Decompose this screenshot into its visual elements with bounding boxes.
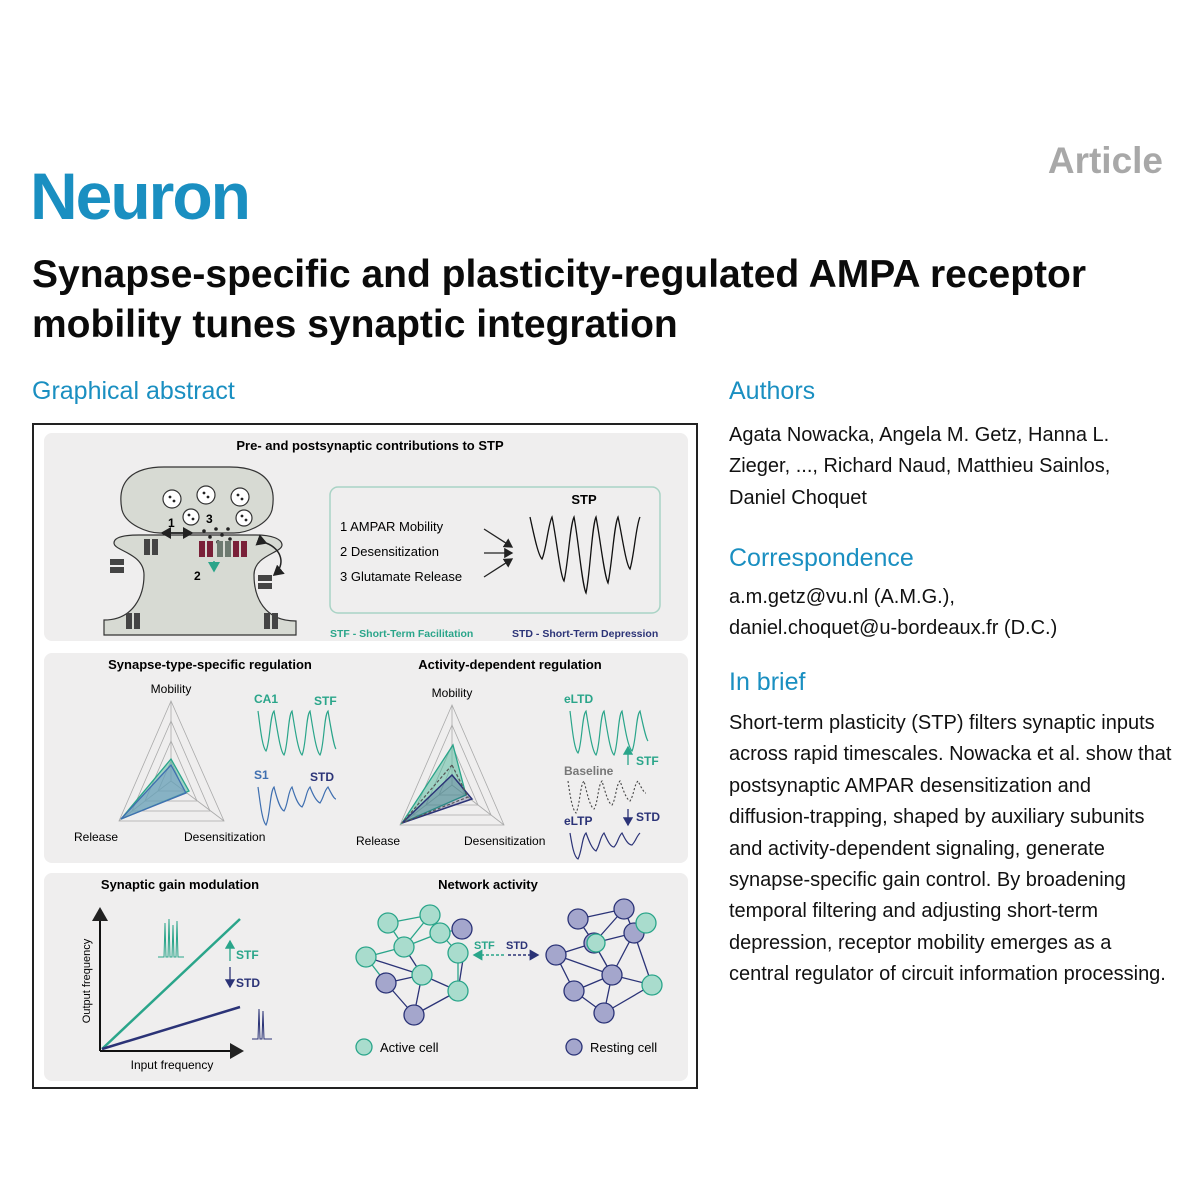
gain-y-label: Output frequency [81, 938, 93, 1023]
panel-3-background [44, 873, 688, 1081]
network-label-std: STD [506, 940, 528, 952]
gain-line-std [101, 1005, 241, 1051]
stp-label: STP [571, 492, 597, 507]
trace-s1 [257, 785, 337, 827]
correspondence-heading: Correspondence [729, 544, 914, 572]
panel-3-left-title: Synaptic gain modulation [101, 877, 259, 892]
gain-line-stf [101, 918, 241, 1050]
stp-arrow-1 [483, 528, 514, 548]
trace-baseline [567, 779, 647, 814]
label-eltp: eLTP [564, 814, 592, 828]
network-right [545, 898, 663, 1024]
axis-mobility-left: Mobility [151, 682, 192, 696]
radar-baseline [401, 764, 469, 824]
stp-box [329, 486, 661, 614]
journal-name: Neuron [30, 159, 251, 233]
label-stf-right: STF [636, 754, 659, 768]
network-left [355, 904, 473, 1026]
spike-train-std [252, 1008, 272, 1040]
correspondence-email-1[interactable]: a.m.getz@vu.nl (A.M.G.), [729, 586, 955, 608]
label-ca1: CA1 [254, 692, 278, 706]
gain-label-std: STD [236, 976, 260, 990]
axis-mobility-right: Mobility [432, 686, 473, 700]
label-std-right: STD [636, 810, 660, 824]
radar-eltp-area [401, 773, 474, 824]
label-s1: S1 [254, 768, 269, 782]
stp-factor-2: 2 Desensitization [340, 544, 439, 559]
panel-2-left-title: Synapse-type-specific regulation [108, 657, 312, 672]
trace-eltp [569, 831, 641, 860]
article-title: Synapse-specific and plasticity-regulate… [32, 253, 1087, 346]
axis-desensitization-left: Desensitization [184, 830, 265, 844]
graphical-abstract-figure: Pre- and postsynaptic contributions to S… [32, 423, 698, 1089]
in-brief-text: Short-term plasticity (STP) filters syna… [729, 712, 1172, 986]
axis-release-left: Release [74, 830, 118, 844]
panel-2-background [44, 653, 688, 863]
axis-release-right: Release [356, 834, 400, 848]
stp-factor-1: 1 AMPAR Mobility [340, 519, 444, 534]
legend-active-cell: Active cell [380, 1040, 439, 1055]
network-label-stf: STF [474, 940, 495, 952]
stp-arrow-3 [483, 558, 514, 578]
marker-desensitization: 2 [194, 569, 201, 583]
authors-heading: Authors [729, 377, 816, 405]
marker-glutamate-release: 3 [206, 512, 213, 526]
trace-ca1 [257, 709, 337, 757]
label-std-s1: STD [310, 770, 334, 784]
legend-active-cell-icon [355, 1038, 373, 1056]
stp-trace [529, 515, 641, 595]
panel-2-right-title: Activity-dependent regulation [418, 657, 602, 672]
presynaptic-terminal [120, 466, 274, 534]
correspondence-email-2[interactable]: daniel.choquet@u-bordeaux.fr (D.C.) [729, 617, 1058, 640]
gain-label-stf: STF [236, 948, 259, 962]
graphical-abstract-heading: Graphical abstract [32, 377, 235, 405]
marker-mobility: 1 [168, 516, 175, 530]
vesicle-group [162, 485, 253, 527]
stp-factor-3: 3 Glutamate Release [340, 569, 462, 584]
panel-3-right-title: Network activity [438, 877, 538, 892]
correspondence-block: a.m.getz@vu.nl (A.M.G.), daniel.choquet@… [729, 582, 1169, 645]
gain-x-label: Input frequency [131, 1058, 214, 1072]
legend-resting-cell-icon [565, 1038, 583, 1056]
trace-eltd [569, 709, 649, 757]
spike-train-stf [158, 918, 184, 958]
stf-legend: STF - Short-Term Facilitation [330, 628, 473, 640]
panel-1-title: Pre- and postsynaptic contributions to S… [236, 438, 504, 453]
authors-list: Agata Nowacka, Angela M. Getz, Hanna L. … [729, 424, 1111, 509]
axis-desensitization-right: Desensitization [464, 834, 545, 848]
lateral-diffusion-arrow [255, 534, 285, 576]
ampa-receptor-icons [110, 539, 278, 629]
label-stf-ca1: STF [314, 694, 337, 708]
label-baseline: Baseline [564, 764, 614, 778]
label-eltd: eLTD [564, 692, 593, 706]
std-legend: STD - Short-Term Depression [512, 628, 658, 640]
radar-eltd-area [400, 743, 467, 825]
legend-resting-cell: Resting cell [590, 1040, 657, 1055]
in-brief-heading: In brief [729, 668, 806, 696]
radar-s1-area [120, 763, 187, 820]
graphical-abstract-svg: Pre- and postsynaptic contributions to S… [44, 433, 688, 1081]
article-type-label: Article [1047, 140, 1163, 181]
